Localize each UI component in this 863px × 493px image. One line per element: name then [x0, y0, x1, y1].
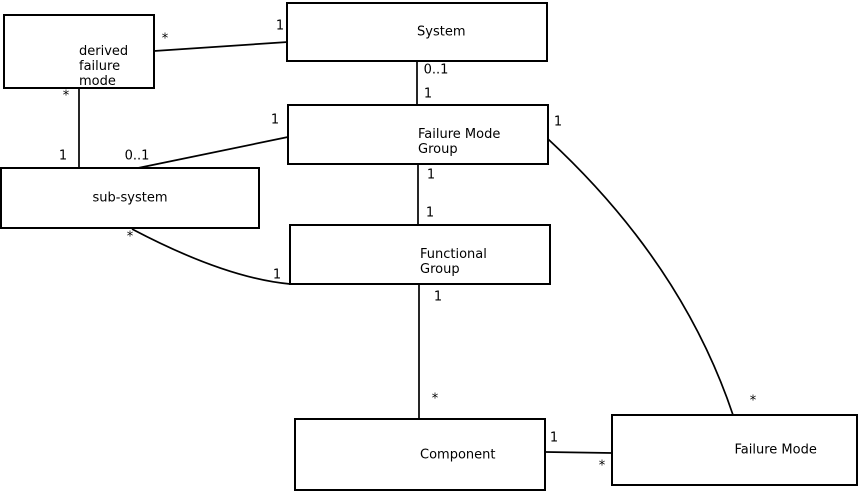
entity-component: Component — [294, 418, 546, 491]
edge-component-failure-mode — [545, 451, 613, 454]
edge-derived-failure-mode-system — [153, 41, 289, 52]
entity-functional-group: Functional Group — [289, 224, 551, 285]
entity-derived-failure-mode: derived failure mode — [3, 14, 155, 89]
entity-functional-group-label: Functional Group — [420, 246, 487, 277]
edge-failure-mode-group-sub-system — [137, 136, 289, 169]
multiplicity-failure-mode-group-end: 1 — [426, 167, 436, 183]
entity-component-label: Component — [420, 447, 496, 462]
entity-failure-mode-group-label: Failure Mode Group — [418, 126, 501, 157]
multiplicity-functional-group-end: 1 — [272, 267, 282, 283]
multiplicity-system-end: 0..1 — [423, 62, 449, 78]
edge-failure-mode-group-failure-mode — [547, 138, 734, 416]
entity-failure-mode: Failure Mode — [611, 414, 858, 486]
multiplicity-functional-group-end: 1 — [433, 289, 443, 305]
multiplicity-failure-mode-group-end: 1 — [270, 112, 280, 128]
entity-failure-mode-group: Failure Mode Group — [287, 104, 549, 165]
multiplicity-sub-system-end: * — [126, 229, 134, 245]
multiplicity-system-end: 1 — [275, 18, 285, 34]
multiplicity-functional-group-end: 1 — [425, 205, 435, 221]
multiplicity-sub-system-end: 0..1 — [124, 148, 150, 164]
multiplicity-failure-mode-group-end: 1 — [553, 114, 563, 130]
multiplicity-failure-mode-end: * — [598, 458, 606, 474]
multiplicity-derived-failure-mode-end: * — [62, 88, 70, 104]
entity-sub-system-label: sub-system — [92, 190, 168, 206]
entity-sub-system: sub-system — [0, 167, 260, 229]
entity-system: System — [286, 2, 548, 62]
multiplicity-component-end: * — [431, 391, 439, 407]
multiplicity-failure-mode-end: * — [749, 393, 757, 409]
multiplicity-derived-failure-mode-end: * — [161, 31, 169, 47]
entity-system-label: System — [417, 24, 466, 40]
edge-sub-system-functional-group — [131, 228, 291, 285]
multiplicity-component-end: 1 — [549, 430, 559, 446]
entity-failure-mode-label: Failure Mode — [734, 442, 817, 458]
multiplicity-sub-system-end: 1 — [58, 148, 68, 164]
multiplicity-failure-mode-group-end: 1 — [423, 86, 433, 102]
entity-derived-failure-mode-label: derived failure mode — [79, 43, 129, 89]
